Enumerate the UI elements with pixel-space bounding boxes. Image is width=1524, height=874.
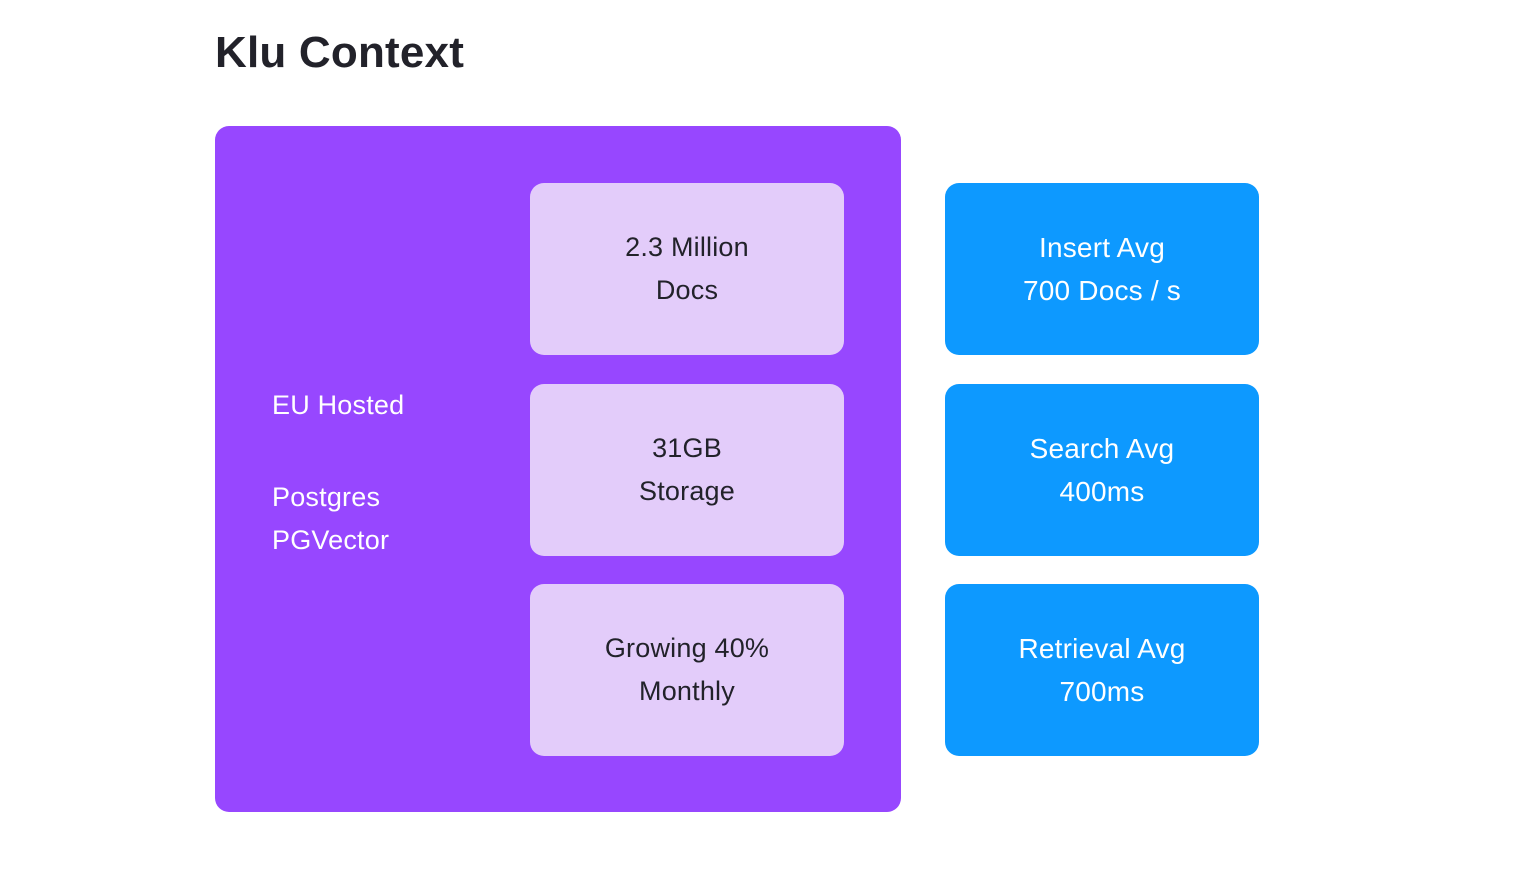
growth-line2: Monthly [639, 676, 735, 706]
stack-label-postgres: Postgres [272, 482, 381, 512]
stack-labels: Postgres PGVector [272, 476, 389, 562]
host-label: EU Hosted [272, 390, 405, 420]
retrieval-avg-line2: 700ms [1059, 676, 1145, 707]
search-avg-line1: Search Avg [1029, 433, 1175, 464]
insert-avg-line1: Insert Avg [1038, 232, 1165, 263]
insert-avg-line2: 700 Docs / s [1022, 275, 1182, 306]
docs-count-line1: 2.3 Million [625, 232, 749, 262]
docs-count-card: 2.3 Million Docs [530, 183, 844, 355]
storage-line2: Storage [639, 476, 735, 506]
search-avg-card: Search Avg 400ms [945, 384, 1259, 556]
growth-card: Growing 40% Monthly [530, 584, 844, 756]
storage-card: 31GB Storage [530, 384, 844, 556]
retrieval-avg-line1: Retrieval Avg [1018, 633, 1186, 664]
storage-line1: 31GB [652, 433, 722, 463]
docs-count-line2: Docs [655, 275, 719, 305]
insert-avg-card: Insert Avg 700 Docs / s [945, 183, 1259, 355]
page-title: Klu Context [215, 28, 465, 77]
context-panel: EU Hosted Postgres PGVector 2.3 Million … [215, 126, 901, 812]
search-avg-line2: 400ms [1059, 476, 1145, 507]
growth-line1: Growing 40% [604, 633, 770, 663]
retrieval-avg-card: Retrieval Avg 700ms [945, 584, 1259, 756]
stack-label-pgvector: PGVector [272, 525, 390, 555]
